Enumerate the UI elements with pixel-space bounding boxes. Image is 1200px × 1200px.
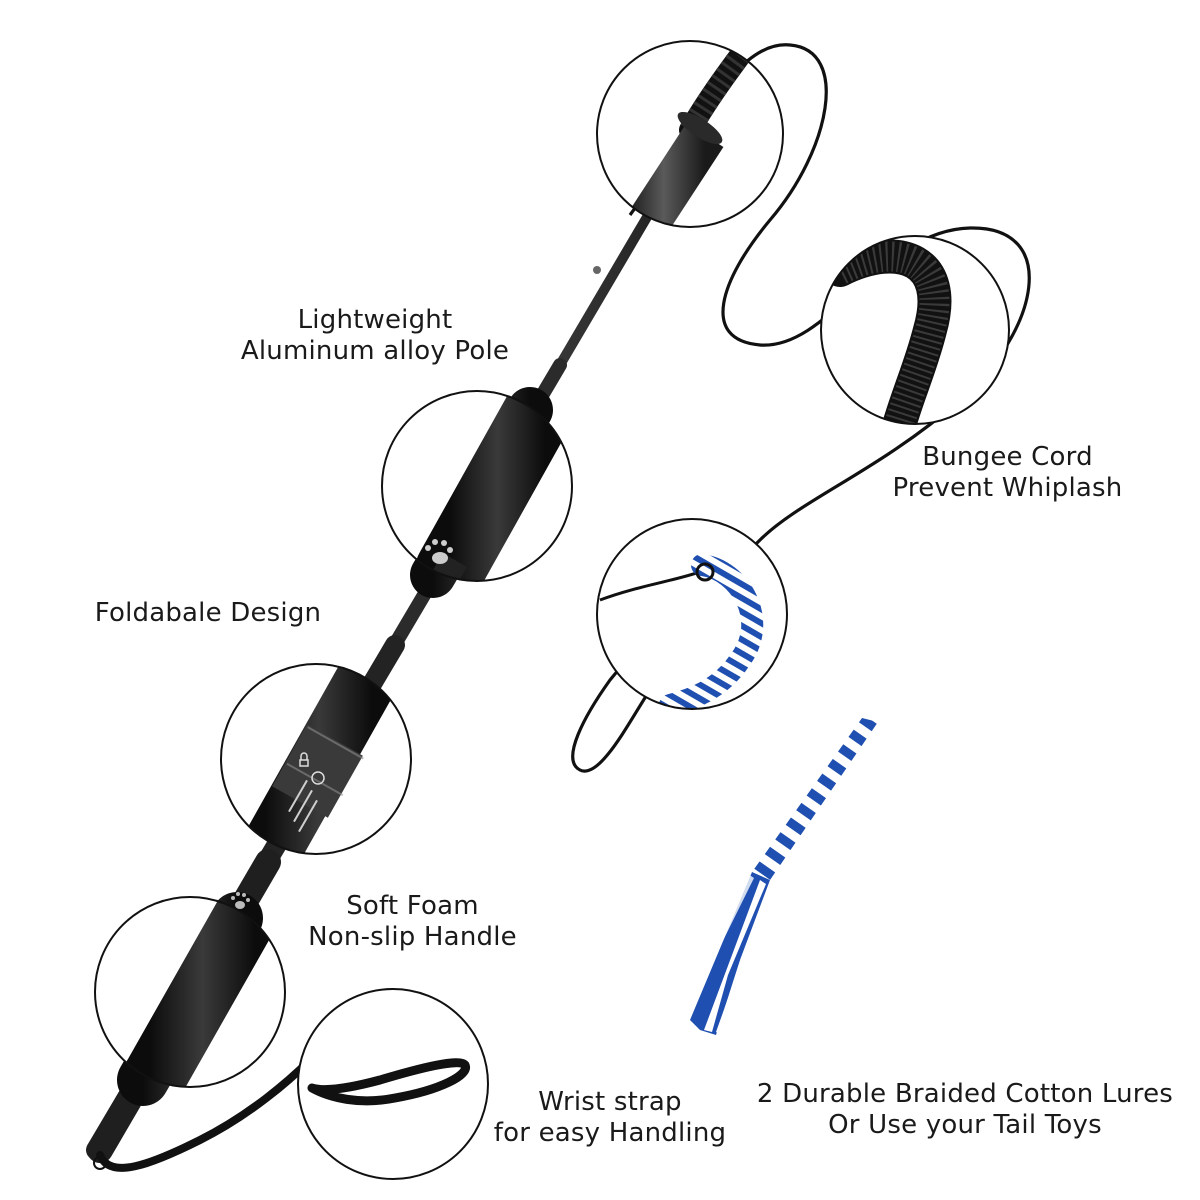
caption-handle-line2: Non-slip Handle [308, 922, 517, 952]
caption-strap-line2: for easy Handling [493, 1118, 727, 1148]
caption-bungee-line1: Bungee Cord [922, 442, 1093, 472]
caption-foldable: Foldabale Design [88, 598, 328, 629]
detail-circle-strap [297, 988, 489, 1180]
caption-lures: 2 Durable Braided Cotton Lures Or Use yo… [745, 1079, 1185, 1141]
bungee-cord [571, 43, 1031, 773]
caption-handle-line1: Soft Foam [346, 891, 479, 921]
caption-foldable-line1: Foldabale Design [94, 598, 322, 628]
caption-bungee-line2: Prevent Whiplash [892, 473, 1123, 503]
wrist-strap [96, 1056, 314, 1172]
cotton-lure [684, 718, 878, 1035]
caption-pole-line1: Lightweight [297, 305, 453, 335]
lock-icon [299, 752, 325, 785]
detail-circle-ferrule [596, 40, 784, 228]
caption-strap: Wrist strap for easy Handling [485, 1087, 735, 1149]
paw-icon [231, 892, 250, 909]
detail-circle-lock [220, 663, 412, 855]
detail-circle-foam [381, 390, 573, 582]
caption-lures-line2: Or Use your Tail Toys [828, 1110, 1102, 1140]
detail-circle-bungee [820, 235, 1010, 425]
caption-bungee: Bungee Cord Prevent Whiplash [880, 442, 1135, 504]
caption-pole-line2: Aluminum alloy Pole [240, 336, 510, 366]
caption-handle: Soft Foam Non-slip Handle [290, 891, 535, 953]
detail-circle-lure [596, 518, 788, 710]
caption-pole: Lightweight Aluminum alloy Pole [230, 305, 520, 367]
caption-strap-line1: Wrist strap [538, 1087, 682, 1117]
caption-lures-line1: 2 Durable Braided Cotton Lures [756, 1079, 1174, 1109]
